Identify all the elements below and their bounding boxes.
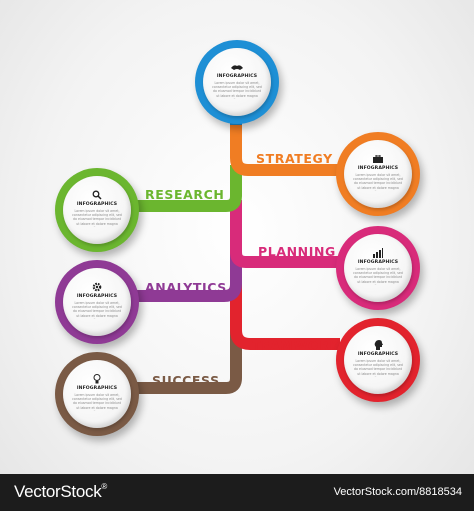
- bar-chart-icon: [344, 247, 412, 258]
- teamwork-label: TEAMWORK: [252, 338, 340, 353]
- org-chart-diagram: STRATEGY RESEARCH PLANNING ANALYTICS TEA…: [55, 40, 420, 436]
- node-title: INFOGRAPHICS: [76, 202, 118, 207]
- node-text: Lorem ipsum dolor sit amet, consectetur …: [353, 359, 403, 377]
- research-node: INFOGRAPHICS Lorem ipsum dolor sit amet,…: [55, 168, 139, 252]
- vectorstock-logo: VectorStock®: [14, 482, 107, 502]
- node-title: INFOGRAPHICS: [76, 294, 118, 299]
- teamwork-connector: [230, 282, 340, 350]
- analytics-label: ANALYTICS: [145, 280, 227, 295]
- planning-node: INFOGRAPHICS Lorem ipsum dolor sit amet,…: [336, 226, 420, 310]
- node-title: INFOGRAPHICS: [216, 74, 258, 79]
- node-title: INFOGRAPHICS: [357, 166, 399, 171]
- planning-connector: [230, 200, 340, 268]
- node-title: INFOGRAPHICS: [357, 260, 399, 265]
- node-title: INFOGRAPHICS: [357, 352, 399, 357]
- registered-mark: ®: [101, 482, 108, 491]
- strategy-label: STRATEGY: [256, 151, 333, 166]
- node-text: Lorem ipsum dolor sit amet, consectetur …: [72, 301, 122, 319]
- node-text: Lorem ipsum dolor sit amet, consectetur …: [353, 173, 403, 191]
- head-icon: [344, 339, 412, 350]
- analytics-node: INFOGRAPHICS Lorem ipsum dolor sit amet,…: [55, 260, 139, 344]
- connector-lines: [130, 95, 340, 394]
- strategy-node: INFOGRAPHICS Lorem ipsum dolor sit amet,…: [336, 132, 420, 216]
- gear-icon: [63, 281, 131, 292]
- strategy-connector: [230, 112, 340, 176]
- top-node: INFOGRAPHICS Lorem ipsum dolor sit amet,…: [195, 40, 279, 124]
- node-title: INFOGRAPHICS: [76, 386, 118, 391]
- briefcase-icon: [344, 153, 412, 164]
- success-connector: [130, 282, 242, 394]
- node-text: Lorem ipsum dolor sit amet, consectetur …: [72, 209, 122, 227]
- success-label: SUCCESS: [152, 373, 220, 388]
- node-text: Lorem ipsum dolor sit amet, consectetur …: [353, 267, 403, 285]
- lightbulb-icon: [63, 373, 131, 384]
- image-id: VectorStock.com/8818534: [333, 486, 462, 498]
- node-text: Lorem ipsum dolor sit amet, consectetur …: [72, 393, 122, 411]
- node-text: Lorem ipsum dolor sit amet, consectetur …: [212, 81, 262, 99]
- success-node: INFOGRAPHICS Lorem ipsum dolor sit amet,…: [55, 352, 139, 436]
- teamwork-node: INFOGRAPHICS Lorem ipsum dolor sit amet,…: [336, 318, 420, 402]
- watermark-footer: VectorStock® VectorStock.com/8818534: [0, 474, 474, 511]
- handshake-icon: [203, 61, 271, 72]
- magnifier-icon: [63, 189, 131, 200]
- brand-name: VectorStock: [14, 482, 102, 501]
- planning-label: PLANNING: [258, 244, 336, 259]
- research-connector: [130, 165, 242, 212]
- research-label: RESEARCH: [145, 187, 225, 202]
- analytics-connector: [130, 200, 242, 302]
